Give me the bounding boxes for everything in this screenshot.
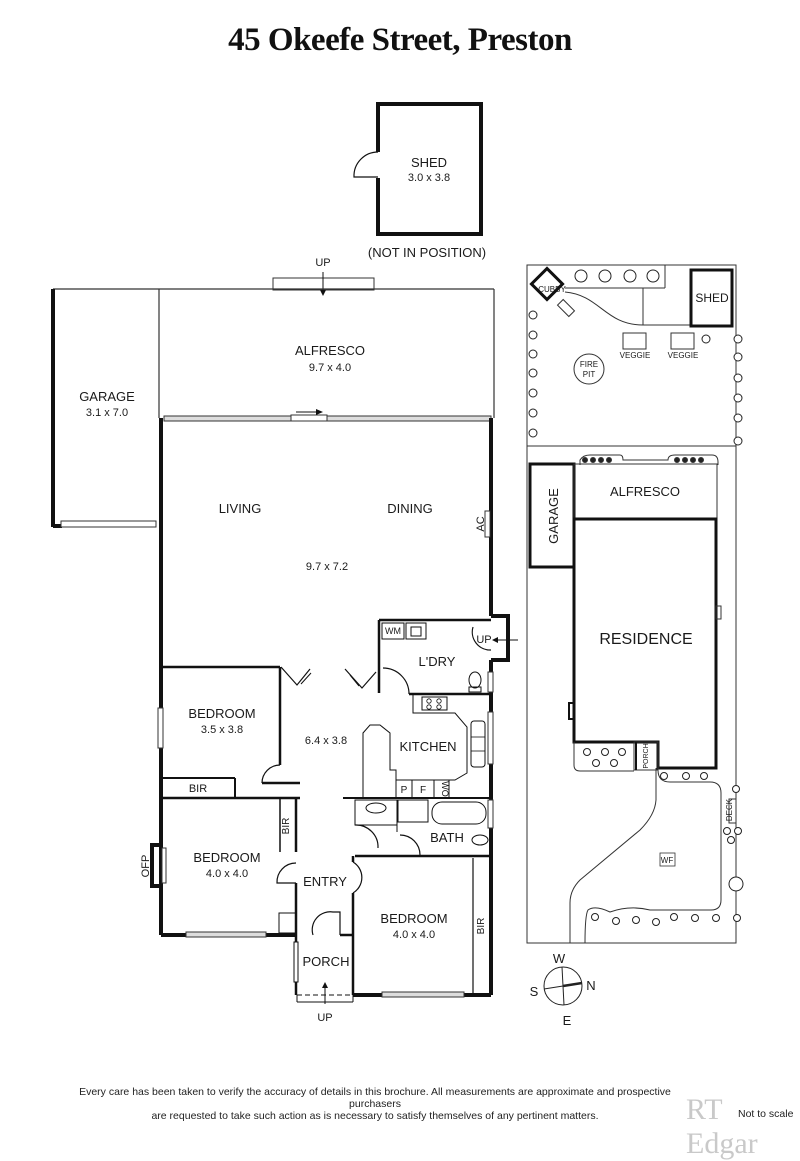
laundry-room: WM UP L'DRY bbox=[377, 618, 518, 696]
shed-note: (NOT IN POSITION) bbox=[368, 245, 486, 260]
alfresco-dims: 9.7 x 4.0 bbox=[309, 362, 351, 374]
garage-room: GARAGE 3.1 x 7.0 bbox=[51, 288, 160, 528]
shed-dims: 3.0 x 3.8 bbox=[408, 172, 450, 184]
ofp-label: OFP bbox=[140, 855, 152, 878]
laundry-label: L'DRY bbox=[419, 654, 456, 669]
bath-room: BATH bbox=[343, 797, 491, 858]
fridge-label: F bbox=[420, 785, 426, 796]
bedroom1-dims: 3.5 x 3.8 bbox=[201, 724, 243, 736]
bedroom1-label: BEDROOM bbox=[188, 706, 255, 721]
site-garage-label: GARAGE bbox=[546, 488, 561, 544]
deck-label: DECK bbox=[725, 798, 734, 821]
porch-up-label: UP bbox=[317, 1012, 332, 1024]
ac-label: AC bbox=[475, 516, 487, 531]
bedroom2-bir: BIR bbox=[281, 818, 292, 835]
page-title: 45 Okeefe Street, Preston bbox=[228, 22, 572, 58]
garage-label: GARAGE bbox=[79, 389, 135, 404]
kitchen-room: P F WO KITCHEN bbox=[362, 694, 486, 799]
living-label: LIVING bbox=[219, 501, 262, 516]
pantry-label: P bbox=[401, 785, 408, 796]
veggie-2-label: VEGGIE bbox=[668, 351, 699, 360]
shed-detached: SHED 3.0 x 3.8 (NOT IN POSITION) bbox=[353, 102, 486, 260]
shed-label: SHED bbox=[411, 155, 447, 170]
porch-area: PORCH UP bbox=[293, 935, 354, 1024]
bedroom-2: BIR BEDROOM 4.0 x 4.0 bbox=[193, 798, 298, 935]
porch-label: PORCH bbox=[303, 954, 350, 969]
bedroom3-dims: 4.0 x 4.0 bbox=[393, 929, 435, 941]
living-dining-dims: 9.7 x 7.2 bbox=[306, 561, 348, 573]
bedroom2-label: BEDROOM bbox=[193, 850, 260, 865]
hall-dims: 6.4 x 3.8 bbox=[305, 735, 347, 747]
dining-label: DINING bbox=[387, 501, 433, 516]
alfresco-room: UP ALFRESCO 9.7 x 4.0 bbox=[159, 257, 495, 418]
wf-label: WF bbox=[661, 856, 674, 865]
garage-dims: 3.1 x 7.0 bbox=[86, 407, 128, 419]
compass-north: N bbox=[586, 978, 595, 993]
bedroom-3: BEDROOM 4.0 x 4.0 BIR bbox=[380, 858, 487, 993]
bedroom2-dims: 4.0 x 4.0 bbox=[206, 868, 248, 880]
firepit-label-2: PIT bbox=[583, 370, 596, 379]
site-alfresco-label: ALFRESCO bbox=[610, 484, 680, 499]
cubby-label: CUBBY bbox=[538, 285, 566, 294]
firepit-label-1: FIRE bbox=[580, 360, 598, 369]
bedroom-1: BEDROOM 3.5 x 3.8 BIR bbox=[161, 665, 377, 800]
laundry-up-label: UP bbox=[476, 634, 491, 646]
bedroom1-bir: BIR bbox=[189, 783, 207, 795]
living-dining-room: LIVING DINING 9.7 x 7.2 bbox=[219, 501, 433, 573]
alfresco-label: ALFRESCO bbox=[295, 343, 365, 358]
house-walls: AC OFP bbox=[140, 409, 510, 998]
entry-label: ENTRY bbox=[303, 874, 347, 889]
floor-plan-drawing: SHED 3.0 x 3.8 (NOT IN POSITION) UP ALFR… bbox=[51, 102, 744, 1028]
disclaimer-line-2: are requested to take such action as is … bbox=[151, 1110, 599, 1122]
bath-label: BATH bbox=[430, 830, 464, 845]
bedroom3-bir: BIR bbox=[476, 918, 487, 935]
compass-east: E bbox=[563, 1013, 572, 1028]
veggie-1-label: VEGGIE bbox=[620, 351, 651, 360]
entry-hall: ENTRY bbox=[303, 856, 363, 995]
site-shed-label: SHED bbox=[695, 291, 729, 305]
scale-note: Not to scale bbox=[738, 1108, 794, 1120]
bedroom3-label: BEDROOM bbox=[380, 911, 447, 926]
disclaimer: Every care has been taken to verify the … bbox=[60, 1086, 690, 1122]
compass-west: W bbox=[553, 951, 566, 966]
kitchen-label: KITCHEN bbox=[399, 739, 456, 754]
agency-logo: RT Edgar bbox=[686, 1093, 758, 1160]
wall-oven-label: WO bbox=[440, 781, 450, 797]
alfresco-up-label: UP bbox=[315, 257, 330, 269]
disclaimer-line-1: Every care has been taken to verify the … bbox=[79, 1086, 671, 1110]
site-porch-label: PORCH bbox=[643, 743, 650, 768]
washing-machine-label: WM bbox=[385, 626, 401, 636]
residence-label: RESIDENCE bbox=[599, 631, 692, 648]
compass-south: S bbox=[530, 984, 539, 999]
compass-icon: W N S E bbox=[530, 951, 596, 1028]
site-plan: SHED CUBBY VEGGIE VEGGIE FIRE PIT GARAGE… bbox=[526, 264, 744, 944]
